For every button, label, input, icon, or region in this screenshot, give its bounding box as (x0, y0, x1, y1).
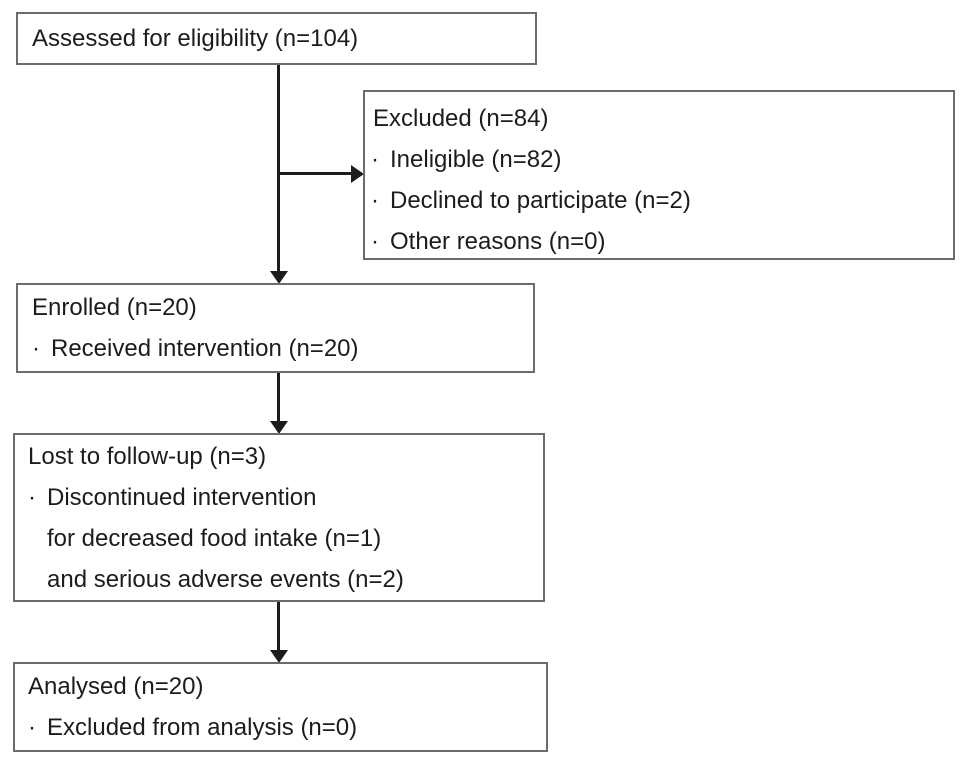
bullet-dot: · (371, 146, 379, 173)
bullet-item: · Discontinued intervention (15, 477, 543, 518)
arrow-lost-to-analysed-head-icon (270, 650, 288, 663)
bullet-dot: · (371, 228, 379, 255)
box-title: Excluded (n=84) (373, 105, 549, 132)
bullet-item: · Declined to participate (n=2) (365, 180, 953, 221)
bullet-text: Discontinued intervention (47, 484, 317, 511)
bullet-text: Excluded from analysis (n=0) (47, 714, 358, 741)
box-assessed-for-eligibility: Assessed for eligibility (n=104) (16, 12, 537, 65)
bullet-text-continuation: for decreased food intake (n=1) (47, 525, 382, 552)
arrow-lost-to-analysed-line (277, 602, 280, 651)
bullet-text: Declined to participate (n=2) (390, 187, 691, 214)
bullet-item: · Other reasons (n=0) (365, 221, 953, 262)
arrow-enrolled-to-lost-line (277, 373, 280, 422)
bullet-item: · Excluded from analysis (n=0) (15, 707, 546, 748)
box-title: Assessed for eligibility (n=104) (32, 25, 359, 52)
box-enrolled: Enrolled (n=20) · Received intervention … (16, 283, 535, 373)
box-lost-to-follow-up: Lost to follow-up (n=3) · Discontinued i… (13, 433, 545, 602)
arrow-enrolled-to-lost-head-icon (270, 421, 288, 434)
arrow-to-excluded-line (277, 172, 352, 175)
bullet-dot: · (28, 484, 36, 511)
bullet-dot: · (28, 714, 36, 741)
arrow-assessed-to-enrolled-head-icon (270, 271, 288, 284)
box-title: Enrolled (n=20) (32, 294, 197, 321)
box-title: Lost to follow-up (n=3) (28, 443, 267, 470)
bullet-text-continuation: and serious adverse events (n=2) (47, 566, 404, 593)
bullet-text: Received intervention (n=20) (51, 335, 359, 362)
bullet-text: Other reasons (n=0) (390, 228, 606, 255)
box-title: Analysed (n=20) (28, 673, 204, 700)
bullet-item: · Ineligible (n=82) (365, 139, 953, 180)
box-excluded: Excluded (n=84) · Ineligible (n=82) · De… (363, 90, 955, 260)
bullet-dot: · (32, 335, 40, 362)
arrow-to-excluded-head-icon (351, 165, 364, 183)
bullet-text: Ineligible (n=82) (390, 146, 562, 173)
bullet-item: · Received intervention (n=20) (18, 328, 533, 369)
bullet-dot: · (371, 187, 379, 214)
box-analysed: Analysed (n=20) · Excluded from analysis… (13, 662, 548, 752)
arrow-assessed-to-enrolled-line (277, 65, 280, 272)
